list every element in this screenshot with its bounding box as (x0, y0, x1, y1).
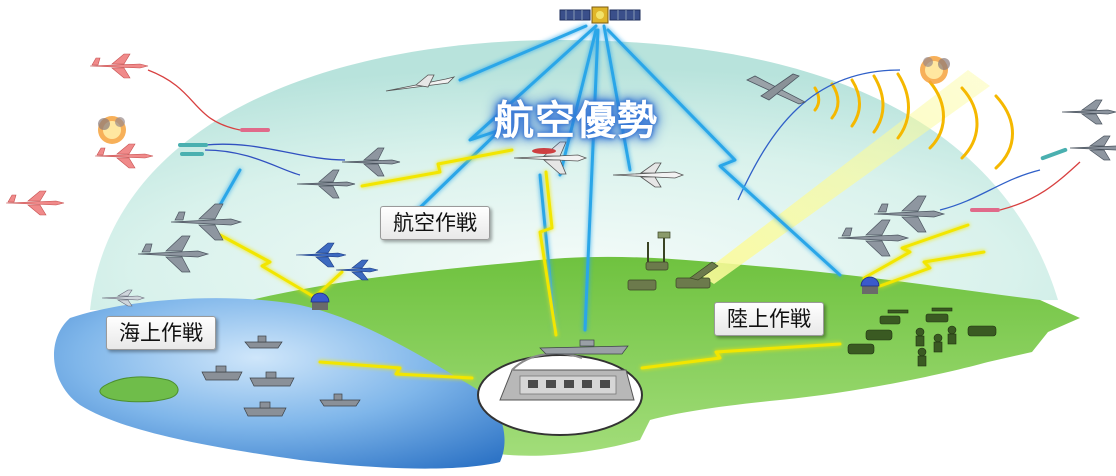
transport-aircraft (746, 73, 807, 105)
datalink-yellow (218, 148, 986, 380)
ground-forces (847, 307, 997, 367)
recon-aircraft (385, 74, 456, 92)
explosion-left (98, 116, 126, 144)
satellite (559, 6, 641, 24)
ground-radar-dome (310, 276, 880, 310)
enemy-fighter (5, 53, 154, 216)
missile (178, 128, 1068, 212)
naval-ship (201, 335, 361, 417)
destroyer (539, 339, 629, 355)
diagram-title: 航空優勢 (494, 98, 658, 144)
explosion-right (920, 56, 950, 84)
label-air-operations: 航空作戦 (380, 206, 490, 240)
label-land-operations: 陸上作戦 (714, 302, 824, 336)
awacs-aircraft (513, 141, 588, 175)
command-center (477, 352, 643, 436)
radar-waves (813, 72, 1014, 170)
air-defense-vehicles (627, 231, 719, 291)
tanker-aircraft (612, 162, 685, 188)
friendly-fighter (137, 99, 1116, 273)
naval-fighter (295, 242, 379, 281)
island (99, 376, 179, 403)
patrol-aircraft (101, 289, 145, 307)
label-sea-operations: 海上作戦 (106, 316, 216, 350)
missile-contrails (147, 69, 1081, 211)
radar-beam (700, 70, 990, 284)
datalink-blue (218, 24, 842, 332)
